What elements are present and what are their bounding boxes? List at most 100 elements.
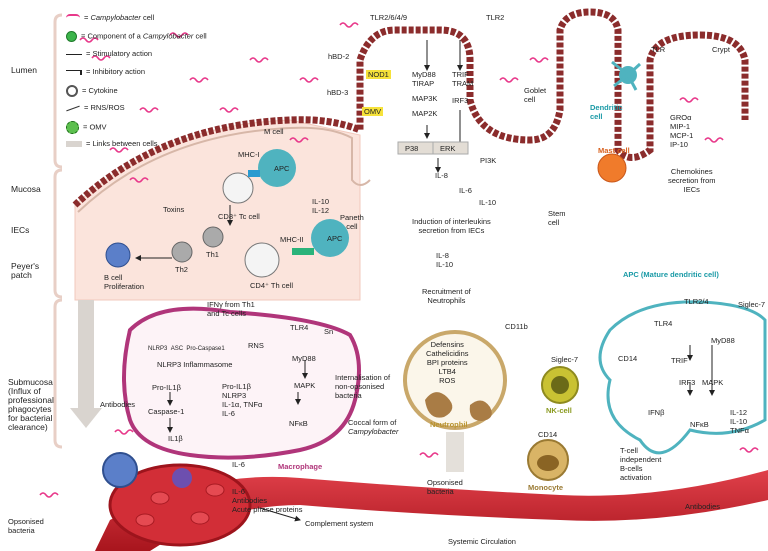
label-trif-apc: TRIF [671, 356, 688, 365]
label-neutrophil: Neutrophil [430, 420, 468, 429]
label-il6-submucosa: IL-6 [232, 460, 245, 469]
label-toxins: Toxins [163, 205, 185, 214]
campylobacter-spiral [739, 447, 759, 453]
label-nod1: NOD1 [366, 70, 391, 79]
campylobacter-spiral [189, 77, 209, 83]
intestinal-epithelium [72, 8, 749, 208]
label-mast-cell: Mast cell [598, 146, 630, 155]
campylobacter-spiral [419, 452, 439, 458]
label-cd14-apc: CD14 [618, 354, 638, 363]
campylobacter-spiral [249, 57, 269, 63]
campylobacter-spiral [109, 147, 129, 153]
red-blood-cells [135, 483, 225, 527]
label-il10-mucosa: IL-10 [312, 197, 330, 206]
th2-cell [171, 241, 193, 263]
campylobacter-spiral [114, 429, 134, 435]
lumen-bracket [53, 13, 63, 169]
campylobacter-spiral [499, 77, 519, 83]
label-lumen: Lumen [11, 65, 37, 75]
legend-item-stimulatory: = Stimulatory action [66, 49, 152, 58]
label-antibodies-apc: Antibodies [685, 502, 721, 511]
label-sn: Sn [324, 327, 334, 336]
dendritic-cell-lumen [611, 60, 642, 91]
label-il1b: IL1β [168, 434, 183, 443]
label-th1: Th1 [206, 250, 219, 259]
label-rns: RNS [248, 341, 264, 350]
label-tlr4-macrophage: TLR4 [290, 323, 309, 332]
label-iecs: IECs [11, 225, 30, 235]
label-nfkb-apc: NFκB [690, 420, 709, 429]
th1-cell [202, 226, 224, 248]
apc-cd8-complex [222, 149, 296, 204]
b-cell [105, 242, 131, 268]
label-macrophage: Macrophage [278, 462, 323, 471]
label-nfkb-macrophage: NFκB [289, 419, 308, 428]
label-cd4-th-cell: CD4⁺ Th cell [250, 281, 294, 290]
label-p38: P38 [405, 144, 419, 153]
label-myd88-apc: MyD88 [711, 336, 735, 345]
label-tlr2649: TLR2/6/4/9 [370, 13, 408, 22]
macrophage-cell [122, 306, 361, 460]
campylobacter-cells [39, 22, 759, 498]
label-systemic-circulation: Systemic Circulation [448, 537, 516, 546]
label-siglec7-apc: Siglec-7 [738, 300, 766, 309]
signal-arrows [135, 40, 715, 522]
label-mapk-macrophage: MAPK [294, 381, 316, 390]
label-cd11b: CD11b [505, 322, 528, 331]
label-crypt: Crypt [712, 45, 730, 54]
label-tlr-lumen: TLR [651, 45, 666, 54]
label-il12-mucosa: IL-12 [312, 206, 330, 215]
label-monocyte: Monocyte [528, 483, 564, 492]
campylobacter-spiral [704, 137, 724, 143]
legend-item-inhibitory: = Inhibitory action [66, 67, 145, 76]
label-m-cell: M cell [264, 127, 284, 136]
label-cd14-monocyte: CD14 [538, 430, 558, 439]
label-irf3-apc: IRF3 [679, 378, 696, 387]
mucosa-bracket [53, 168, 63, 299]
label-il8-neutrophil: IL-8 [436, 251, 449, 260]
label-mhc2: MHC-II [280, 235, 304, 244]
campylobacter-spiral [679, 97, 699, 103]
legend-item-cytokine: = Cytokine [66, 85, 118, 97]
label-il10-neutrophil: IL-10 [436, 260, 454, 269]
legend-item-rns-ros: = RNS/ROS [66, 103, 125, 112]
label-myd88-macrophage: MyD88 [292, 354, 316, 363]
campylobacter-spiral [219, 107, 239, 113]
label-siglec7-nk: Siglec-7 [551, 355, 579, 364]
blood-vessel [95, 470, 768, 551]
legend-item-component: = Component of a Campylobacter cell [66, 31, 207, 42]
campylobacter-spiral [39, 492, 59, 498]
legend-item-omv: = OMV [66, 121, 107, 134]
campylobacter-spiral [79, 37, 99, 43]
label-caspase1: Caspase-1 [148, 407, 185, 416]
campylobacter-spiral [339, 22, 359, 28]
submucosa-influx-arrow [78, 300, 94, 410]
mature-apc-membrane [598, 300, 767, 455]
campylobacter-spiral [139, 107, 159, 113]
label-apc-mature: APC (Mature dendritic cell) [623, 270, 719, 279]
label-nlrp3-inflammasome: NLRP3 Inflammasome [157, 360, 233, 369]
label-apc-2: APC [327, 234, 343, 243]
label-il8-top: IL-8 [435, 171, 448, 180]
